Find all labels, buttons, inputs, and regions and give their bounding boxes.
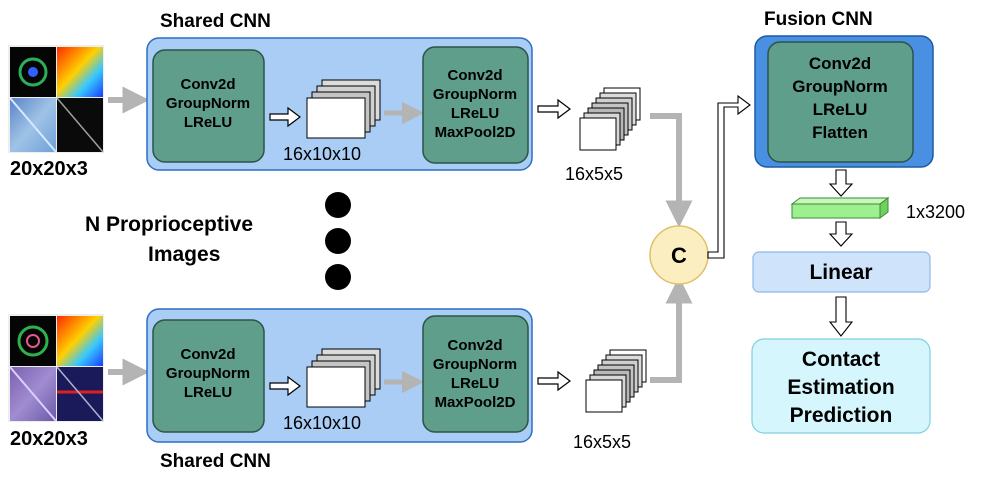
bottom-block2 (422, 315, 529, 433)
fusion-title: Fusion CNN (764, 9, 873, 30)
top-feature-stack-1 (306, 79, 381, 139)
bottom-hollow-arrow-2 (537, 370, 571, 392)
bottom-block1-line-0: Conv2d (180, 346, 235, 363)
top-block2-line-2: LReLU (451, 105, 499, 122)
fusion-block (767, 41, 914, 163)
fusion-block-line-3: Flatten (812, 123, 868, 142)
output-box (751, 338, 931, 434)
bottom-feature2-label: 16x5x5 (573, 432, 631, 452)
linear-to-output-arrow (828, 296, 854, 337)
top-branch-title: Shared CNN (160, 11, 271, 32)
top-block2 (422, 46, 529, 164)
top-block1-line-0: Conv2d (180, 76, 235, 93)
ellipsis-dot-3 (325, 264, 351, 290)
bottom-feature-stack-1 (306, 348, 381, 408)
middle-text: N Proprioceptive Images (85, 213, 253, 266)
bottom-branch: 20x20x3 Conv2d GroupNorm LReLU 16x10x10 … (8, 308, 647, 472)
fusion-block-line-1: GroupNorm (792, 77, 887, 96)
top-feature-stack-2 (579, 87, 641, 151)
bottom-to-concat-arrow (650, 276, 693, 383)
bottom-feature1-label: 16x10x10 (283, 413, 361, 433)
fusion-block-line-2: LReLU (813, 100, 868, 119)
bottom-block2-line-2: LReLU (451, 375, 499, 392)
top-block2-line-0: Conv2d (447, 67, 502, 84)
top-input-label: 20x20x3 (10, 158, 88, 180)
middle-line2: Images (148, 243, 220, 266)
flat-tensor (790, 197, 890, 219)
top-to-concat-arrow (650, 113, 693, 228)
bottom-block2-line-0: Conv2d (447, 337, 502, 354)
concat-symbol: C (671, 243, 687, 268)
output-line-2: Prediction (790, 404, 893, 427)
bottom-hollow-arrow-1 (269, 375, 301, 397)
top-branch: Shared CNN 20x20x3 Conv2d GroupNorm LReL… (8, 11, 641, 184)
top-block1 (152, 49, 265, 163)
fusion-block-line-0: Conv2d (809, 54, 871, 73)
bottom-block1 (152, 319, 265, 433)
top-block1-line-1: GroupNorm (166, 95, 250, 112)
top-feature1-label: 16x10x10 (283, 144, 361, 164)
top-hollow-arrow-2 (537, 98, 571, 120)
top-feature2-label: 16x5x5 (565, 164, 623, 184)
fusion-to-flat-arrow (828, 169, 854, 197)
flat-to-linear-arrow (828, 221, 854, 247)
bottom-block1-line-2: LReLU (184, 384, 232, 401)
bottom-feature-stack-2 (585, 349, 647, 413)
bottom-input-image (8, 314, 104, 422)
bottom-block1-line-1: GroupNorm (166, 365, 250, 382)
top-input-image (8, 45, 104, 153)
output-line-0: Contact (802, 348, 880, 371)
middle-line1: N Proprioceptive (85, 213, 253, 236)
concat-to-fusion-arrow (707, 94, 751, 259)
linear-box (752, 251, 931, 293)
bottom-block2-line-1: GroupNorm (433, 356, 517, 373)
top-block2-line-1: GroupNorm (433, 86, 517, 103)
top-block1-line-2: LReLU (184, 114, 232, 131)
bottom-input-label: 20x20x3 (10, 428, 88, 450)
flat-label: 1x3200 (906, 202, 965, 222)
ellipsis-dot-2 (325, 228, 351, 254)
bottom-block2-line-3: MaxPool2D (435, 394, 516, 411)
top-block2-line-3: MaxPool2D (435, 124, 516, 141)
bottom-branch-title: Shared CNN (160, 451, 271, 472)
output-line-1: Estimation (787, 376, 894, 399)
linear-label: Linear (809, 261, 872, 284)
ellipsis-dot-1 (325, 192, 351, 218)
top-hollow-arrow-1 (269, 106, 301, 128)
